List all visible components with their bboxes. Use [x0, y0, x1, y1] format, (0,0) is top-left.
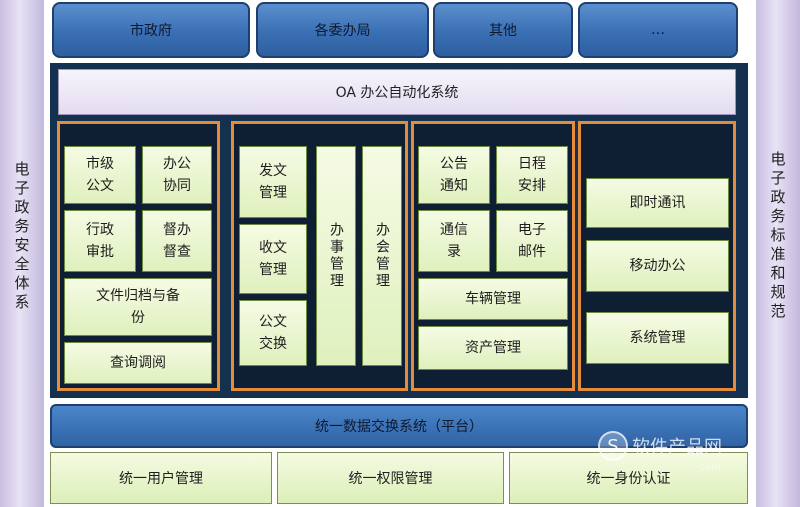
cell-schedule[interactable]: 日程 安排 [496, 146, 568, 204]
cell-office-collaboration[interactable]: 办公 协同 [142, 146, 212, 204]
cell-vehicle-management[interactable]: 车辆管理 [418, 278, 568, 320]
unified-user-management[interactable]: 统一用户管理 [50, 452, 272, 504]
right-side-label: 电子政务标准和规范 [770, 150, 786, 320]
tab-municipal-government[interactable]: 市政府 [52, 2, 250, 58]
watermark-url: ···com [690, 462, 721, 473]
cell-mobile-office[interactable]: 移动办公 [586, 240, 729, 292]
watermark-logo-icon: S [598, 431, 628, 461]
cell-document-exchange[interactable]: 公文 交换 [239, 300, 307, 366]
cell-supervision[interactable]: 督办 督查 [142, 210, 212, 272]
cell-meeting-management[interactable]: 办会管理 [362, 146, 402, 366]
cell-asset-management[interactable]: 资产管理 [418, 326, 568, 370]
cell-outgoing-documents[interactable]: 发文 管理 [239, 146, 307, 218]
cell-announcements[interactable]: 公告 通知 [418, 146, 490, 204]
cell-system-management[interactable]: 系统管理 [586, 312, 729, 364]
cell-query-review[interactable]: 查询调阅 [64, 342, 212, 384]
left-side-panel: 电子政务安全体系 [0, 0, 44, 507]
tab-commissions-bureaus[interactable]: 各委办局 [256, 2, 429, 58]
unified-permission-management[interactable]: 统一权限管理 [277, 452, 504, 504]
unified-data-exchange-platform: 统一数据交换系统（平台） [50, 404, 748, 448]
tab-others[interactable]: 其他 [433, 2, 573, 58]
left-side-label: 电子政务安全体系 [14, 160, 30, 311]
cell-email[interactable]: 电子 邮件 [496, 210, 568, 272]
cell-instant-messaging[interactable]: 即时通讯 [586, 178, 729, 228]
right-side-panel: 电子政务标准和规范 [756, 0, 800, 507]
watermark-text: 软件产品网 [632, 437, 722, 458]
cell-municipal-documents[interactable]: 市级 公文 [64, 146, 136, 204]
cell-file-archiving-backup[interactable]: 文件归档与备 份 [64, 278, 212, 336]
cell-incoming-documents[interactable]: 收文 管理 [239, 224, 307, 294]
oa-system-title: OA 办公自动化系统 [58, 69, 736, 115]
cell-address-book[interactable]: 通信 录 [418, 210, 490, 272]
watermark: S 软件产品网 [598, 430, 722, 462]
cell-administrative-approval[interactable]: 行政 审批 [64, 210, 136, 272]
unified-identity-authentication[interactable]: 统一身份认证 [509, 452, 748, 504]
cell-affairs-management[interactable]: 办事管理 [316, 146, 356, 366]
tab-more[interactable]: … [578, 2, 738, 58]
